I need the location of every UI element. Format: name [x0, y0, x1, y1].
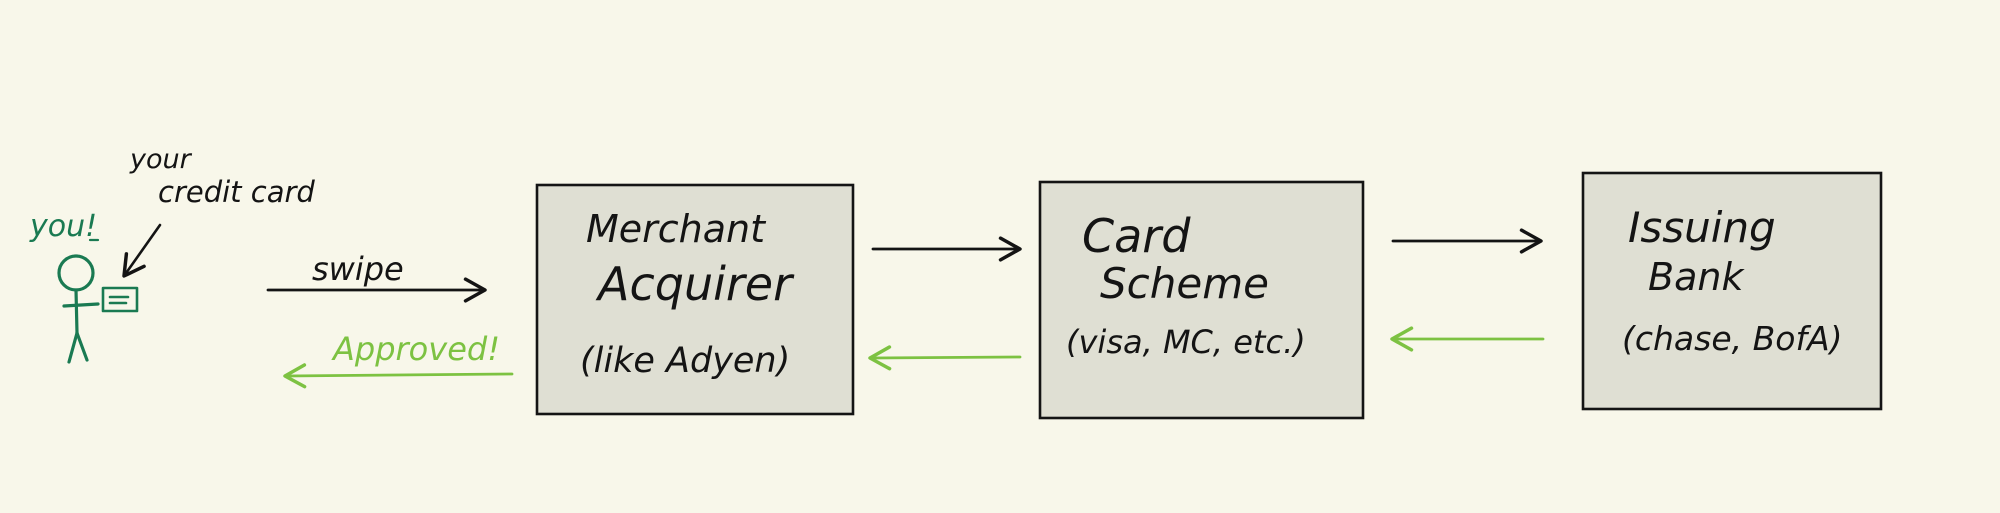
credit-card-icon [101, 286, 139, 313]
card-scheme-line2: Scheme [1100, 259, 1269, 308]
card-scheme-line1: Card [1082, 209, 1191, 263]
merchant-acquirer-box [535, 183, 855, 416]
merchant-acquirer-line3: (like Adyen) [580, 341, 790, 381]
card-scheme-box [1038, 180, 1365, 420]
issuing-bank-line1: Issuing [1628, 203, 1776, 252]
issuing-bank-line3: (chase, BofA) [1622, 319, 1843, 358]
card-label-line1: your [129, 144, 193, 175]
you-label: you! [29, 209, 97, 244]
issuing-bank-line2: Bank [1648, 255, 1745, 299]
issuing-bank-box [1581, 171, 1883, 411]
approved-arrow [283, 363, 514, 389]
card-label-line2: credit card [158, 175, 315, 209]
card-pointer-arrow [122, 223, 162, 278]
stick-figure-icon [57, 254, 100, 364]
approved-label: Approved! [331, 330, 500, 368]
swipe-label: swipe [312, 250, 404, 288]
arrow-scheme-to-merchant [868, 345, 1022, 371]
merchant-acquirer-line1: Merchant [586, 207, 767, 251]
merchant-acquirer-line2: Acquirer [595, 257, 795, 311]
card-scheme-line3: (visa, MC, etc.) [1066, 323, 1306, 361]
